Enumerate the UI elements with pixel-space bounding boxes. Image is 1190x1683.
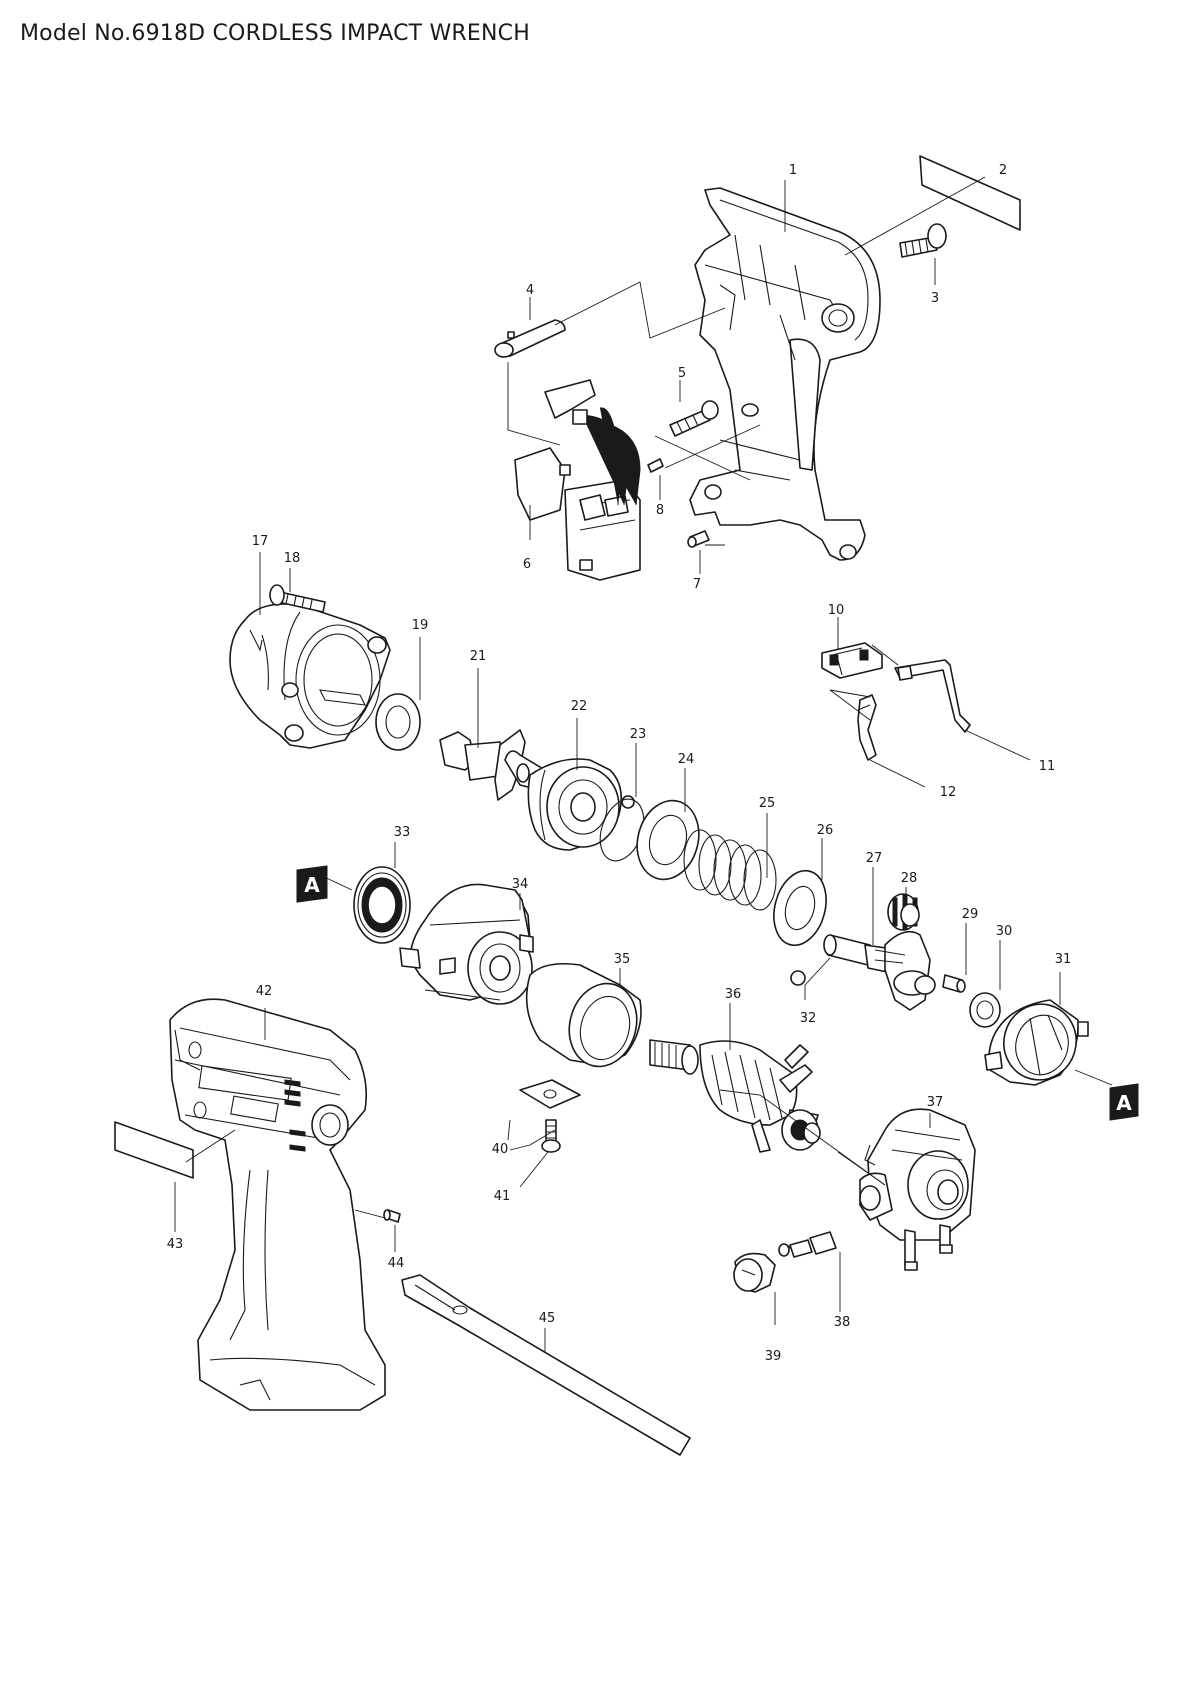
part-29-pin [942,974,966,993]
callout-39: 39 [765,1349,782,1364]
callout-35: 35 [614,952,631,967]
callout-22: 22 [571,699,588,714]
callout-21: 21 [470,649,487,664]
part-5-screw [669,400,719,437]
part-28-gear [887,893,920,931]
part-19-washer [375,693,421,751]
part-3-screw [899,223,947,258]
callout-12: 12 [940,785,957,800]
callout-11: 11 [1039,759,1056,774]
part-36-armature [649,1039,821,1153]
callout-numbers: 1 2 3 4 5 6 7 8 10 11 12 17 18 19 21 22 … [167,163,1072,1364]
part-4-pin [494,319,566,358]
part-25-spring [683,829,777,911]
callout-31: 31 [1055,952,1072,967]
callout-42: 42 [256,984,273,999]
part-41-screw [541,1119,561,1153]
part-6-switch [514,379,641,581]
leader-lines [174,176,1113,1352]
part-34-hammer-case [399,883,534,1005]
callout-41: 41 [494,1189,511,1204]
part-42-housing-set [169,998,386,1411]
callout-24: 24 [678,752,695,767]
part-44-pin [383,1209,401,1223]
part-2-label [919,155,1021,231]
callout-33: 33 [394,825,411,840]
reference-mark-a-left: A [296,865,328,903]
part-22-hammer [527,758,623,851]
callout-43: 43 [167,1237,184,1252]
callout-4: 4 [526,283,534,298]
callout-38: 38 [834,1315,851,1330]
callout-40: 40 [492,1142,509,1157]
callout-10: 10 [828,603,845,618]
part-35-sleeve [525,962,642,1068]
callout-6: 6 [523,557,531,572]
part-11-bracket [894,659,971,733]
callout-5: 5 [678,366,686,381]
svg-text:A: A [304,873,320,897]
callout-36: 36 [725,987,742,1002]
part-27-spindle [823,930,936,1011]
callout-25: 25 [759,796,776,811]
part-26-washer [773,869,827,947]
part-7-pin [687,530,710,548]
callout-27: 27 [866,851,883,866]
callout-17: 17 [252,534,269,549]
callout-37: 37 [927,1095,944,1110]
callout-45: 45 [539,1311,556,1326]
part-12-contact [857,694,877,761]
part-10-brush-holder [821,642,883,679]
part-8-pin [647,458,664,473]
part-18-screw [269,584,326,613]
part-17-nose-housing [229,603,391,749]
callout-1: 1 [789,163,797,178]
callout-34: 34 [512,877,529,892]
part-24-washer [636,799,700,881]
part-33-bearing [353,866,411,944]
part-30-washer [969,992,1001,1028]
callout-26: 26 [817,823,834,838]
part-31-ring-gear [984,999,1089,1086]
callout-44: 44 [388,1256,405,1271]
callout-3: 3 [931,291,939,306]
svg-text:A: A [1116,1091,1132,1115]
part-32-ball [790,970,806,986]
callout-29: 29 [962,907,979,922]
page-title: Model No.6918D CORDLESS IMPACT WRENCH [20,21,530,46]
callout-23: 23 [630,727,647,742]
part-45-strap [401,1274,691,1456]
part-43-label [114,1121,194,1179]
callout-8: 8 [656,503,664,518]
callout-7: 7 [693,577,701,592]
callout-2: 2 [999,163,1007,178]
part-37-motor-housing [859,1108,976,1271]
callout-28: 28 [901,871,918,886]
reference-mark-a-right: A [1109,1083,1139,1121]
callout-30: 30 [996,924,1013,939]
part-1-housing-cover [689,187,881,561]
callout-32: 32 [800,1011,817,1026]
part-39-brush-cap [733,1252,776,1293]
callout-18: 18 [284,551,301,566]
callout-19: 19 [412,618,429,633]
part-40-plate [519,1079,581,1109]
part-38-carbon-brush [778,1231,837,1258]
